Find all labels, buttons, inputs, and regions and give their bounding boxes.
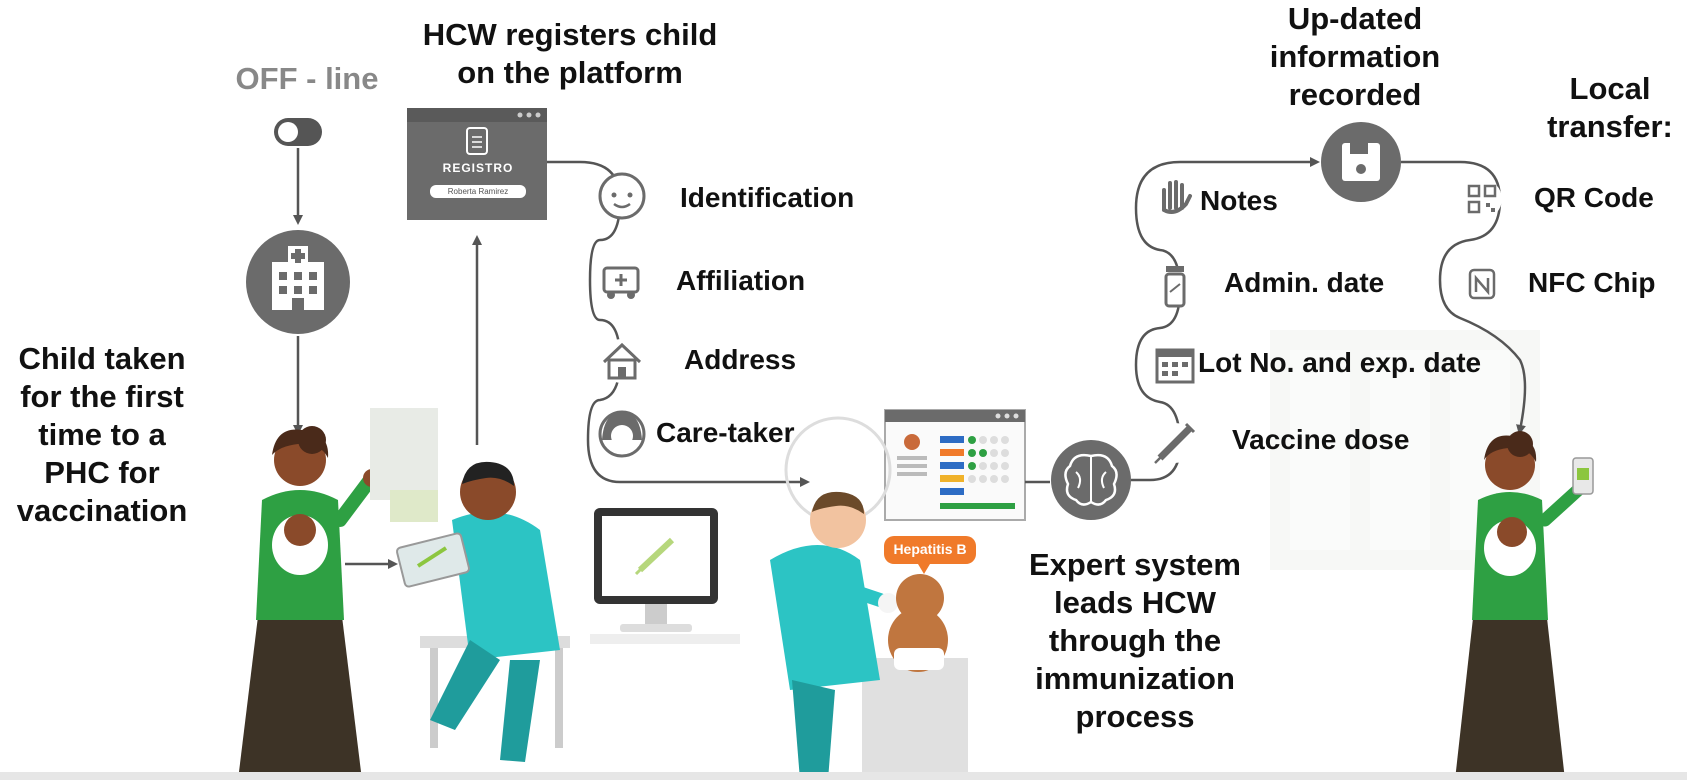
- hepatitis-badge: [884, 536, 976, 574]
- offline-toggle-icon: [274, 118, 322, 146]
- registro-name: Roberta Ramirez: [447, 187, 509, 196]
- mother-with-baby-right: [1455, 431, 1594, 780]
- transfer-nfc-chip: NFC Chip: [1528, 267, 1656, 298]
- brain-icon: [1051, 440, 1131, 520]
- syringe-icon: [1154, 422, 1196, 464]
- field-caretaker: Care-taker: [656, 417, 795, 448]
- field-lot-number: Lot No. and exp. date: [1198, 347, 1482, 378]
- nurse-with-tablet: [395, 461, 570, 762]
- mother-with-baby-left: [238, 426, 381, 780]
- desktop-monitor: [590, 508, 740, 644]
- registro-title: REGISTRO: [442, 161, 514, 175]
- hepatitis-badge-label: Hepatitis B: [893, 541, 967, 557]
- screen-bg: [390, 490, 438, 522]
- hand-icon: [1155, 177, 1195, 217]
- expert-system-label: Expert system leads HCW through the immu…: [1029, 547, 1241, 734]
- calendar-icon: [1153, 342, 1197, 386]
- screen-bg: [370, 408, 438, 500]
- field-identification: Identification: [680, 182, 855, 213]
- hospital-icon: [246, 230, 350, 334]
- field-affiliation: Affiliation: [676, 265, 806, 296]
- field-vaccine-dose: Vaccine dose: [1232, 424, 1410, 455]
- hcw-registers-title: HCW registers child on the platform: [422, 17, 718, 90]
- transfer-qr-code: QR Code: [1534, 182, 1654, 213]
- doctor-vaccinating-baby: [770, 491, 968, 780]
- qr-code-icon: [1462, 179, 1502, 219]
- local-transfer-title: Local transfer:: [1547, 71, 1673, 144]
- registro-card: [407, 108, 547, 220]
- vial-icon: [1155, 266, 1195, 308]
- baby-face-icon: [598, 172, 646, 220]
- house-icon: [600, 339, 644, 383]
- clipboard-icon: [466, 127, 488, 155]
- field-admin-date: Admin. date: [1224, 267, 1385, 298]
- ambulance-icon: [600, 259, 644, 303]
- nfc-icon: [1462, 264, 1502, 304]
- field-address: Address: [684, 344, 797, 375]
- save-disk-icon: [1321, 122, 1401, 202]
- updated-info-title: Up-dated information recorded: [1269, 1, 1441, 112]
- checklist-tablet: [884, 409, 1026, 521]
- caretaker-icon: [598, 410, 646, 458]
- ground-band: [0, 772, 1687, 780]
- offline-label: OFF - line: [235, 61, 379, 96]
- child-taken-label: Child taken for the first time to a PHC …: [16, 341, 188, 528]
- field-notes: Notes: [1200, 185, 1278, 216]
